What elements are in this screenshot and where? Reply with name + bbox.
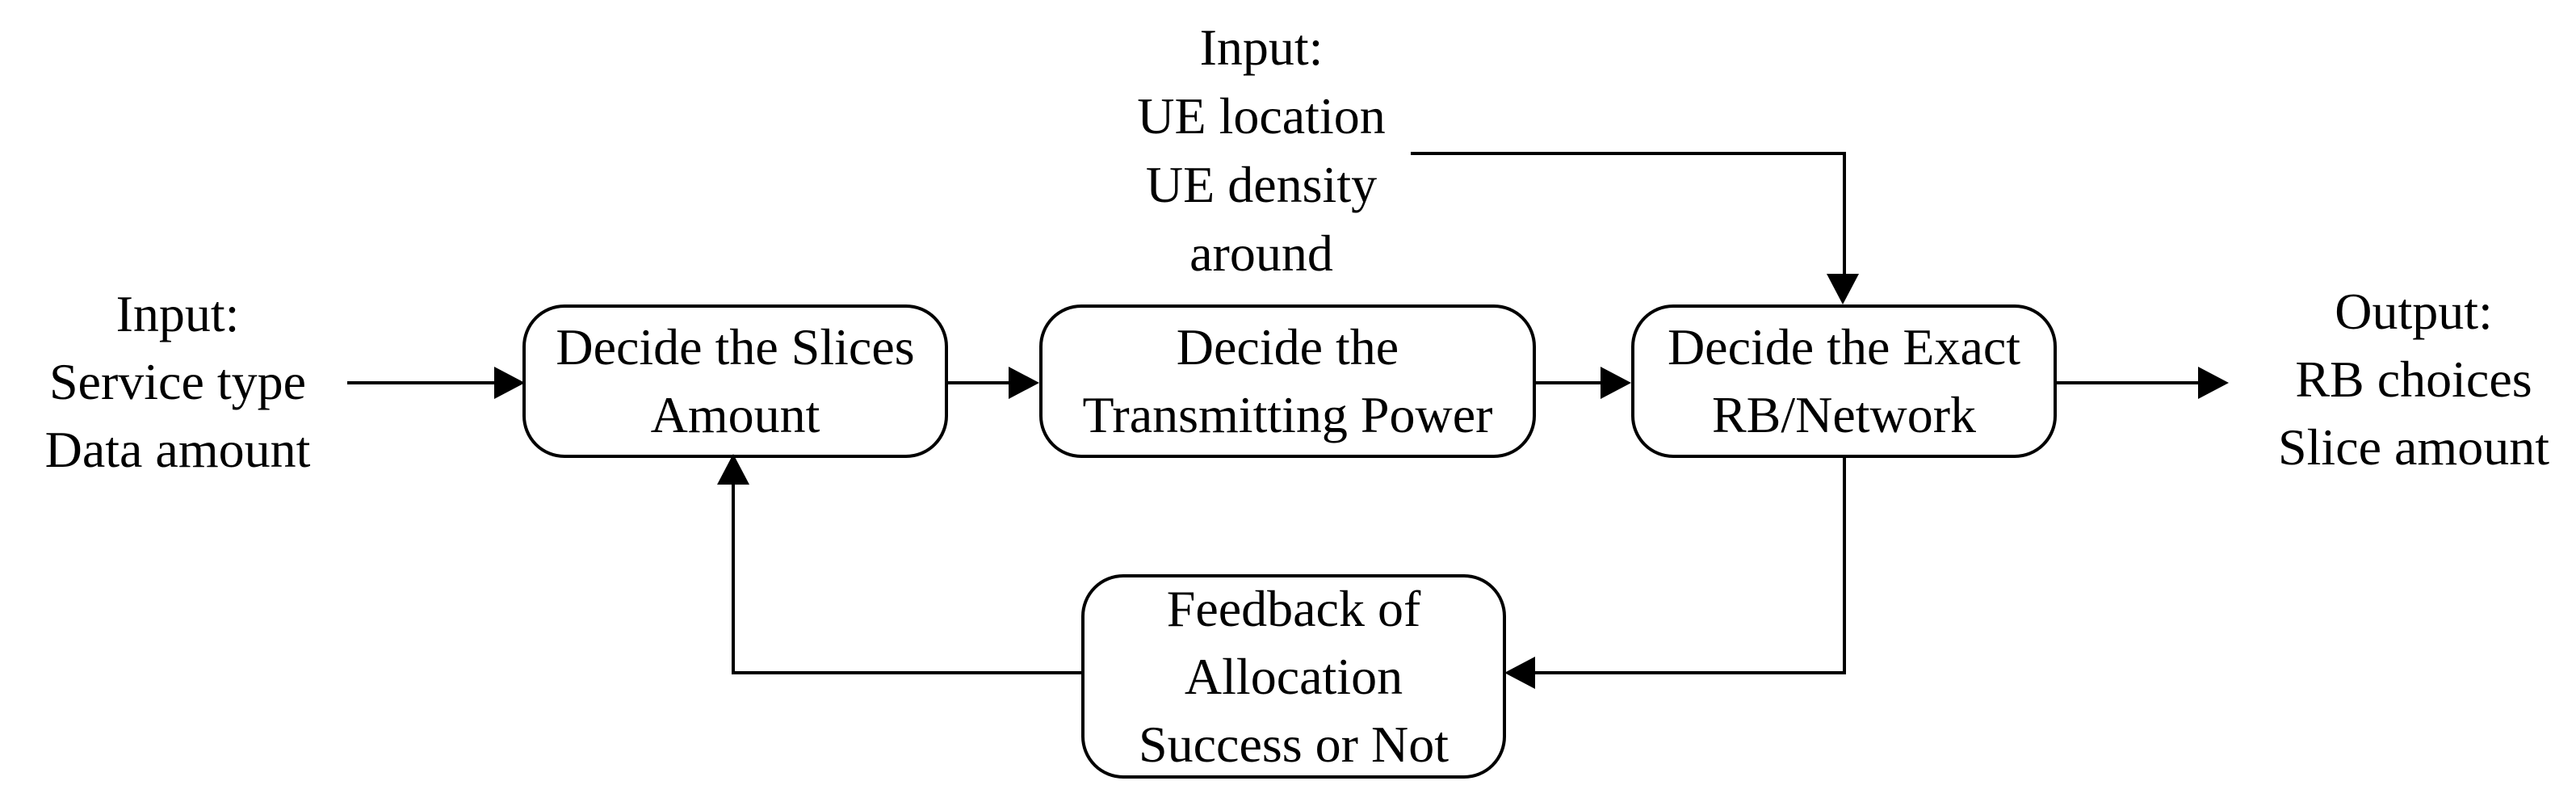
node-feedback-allocation-line-1: Feedback of	[1166, 579, 1421, 637]
arrow-top-input-head-icon	[1827, 274, 1859, 304]
arrow-rb-to-feedback-horizontal-line	[1533, 671, 1846, 674]
input-top-line-3: UE density	[1145, 156, 1378, 213]
arrow-feedback-to-slices-horizontal-line	[732, 671, 1081, 674]
arrow-top-input-vertical-line	[1843, 152, 1846, 277]
node-feedback-allocation: Feedback of Allocation Success or Not	[1081, 574, 1506, 779]
node-decide-exact-rb-network-line-2: RB/Network	[1711, 386, 1977, 443]
input-left-line-2: Service type	[48, 353, 307, 410]
output-right-line-2: RB choices	[2295, 351, 2532, 408]
arrow-rb-to-feedback-vertical-line	[1843, 458, 1846, 674]
node-decide-slices-amount-line-1: Decide the Slices	[556, 318, 915, 376]
node-decide-exact-rb-network-line-1: Decide the Exact	[1667, 318, 2021, 376]
node-decide-transmitting-power-line-1: Decide the	[1176, 318, 1399, 376]
node-feedback-allocation-line-2: Allocation	[1184, 647, 1403, 705]
arrow-feedback-to-slices-vertical-line	[732, 485, 735, 674]
input-top-line-4: around	[1189, 225, 1333, 282]
input-top-line-2: UE location	[1137, 87, 1386, 145]
arrow-rb-to-output-head-icon	[2198, 367, 2229, 399]
node-feedback-allocation-line-3: Success or Not	[1139, 715, 1449, 773]
arrow-feedback-to-slices-head-icon	[717, 454, 749, 485]
arrow-power-to-rb-line	[1536, 381, 1604, 384]
input-left-line-3: Data amount	[44, 421, 311, 478]
arrow-input-to-slices-line	[347, 381, 497, 384]
arrow-slices-to-power-head-icon	[1009, 367, 1039, 399]
node-decide-exact-rb-network: Decide the Exact RB/Network	[1631, 304, 2057, 458]
node-decide-transmitting-power-line-2: Transmitting Power	[1082, 386, 1493, 443]
arrow-rb-to-output-line	[2057, 381, 2201, 384]
arrow-top-input-horizontal-line	[1411, 152, 1846, 155]
input-left-line-1: Input:	[115, 285, 240, 342]
input-top-line-1: Input:	[1199, 19, 1324, 76]
output-right-line-1: Output:	[2335, 283, 2493, 340]
node-decide-slices-amount-line-2: Amount	[650, 386, 820, 443]
input-top-label: Input: UE location UE density around	[1100, 13, 1423, 288]
arrow-input-to-slices-head-icon	[494, 367, 525, 399]
arrow-rb-to-feedback-head-icon	[1504, 657, 1535, 689]
arrow-slices-to-power-line	[948, 381, 1012, 384]
arrow-power-to-rb-head-icon	[1601, 367, 1631, 399]
node-decide-slices-amount: Decide the Slices Amount	[522, 304, 948, 458]
input-left-label: Input: Service type Data amount	[16, 280, 339, 484]
output-right-line-3: Slice amount	[2278, 418, 2549, 476]
output-right-label: Output: RB choices Slice amount	[2251, 278, 2576, 481]
node-decide-transmitting-power: Decide the Transmitting Power	[1039, 304, 1536, 458]
